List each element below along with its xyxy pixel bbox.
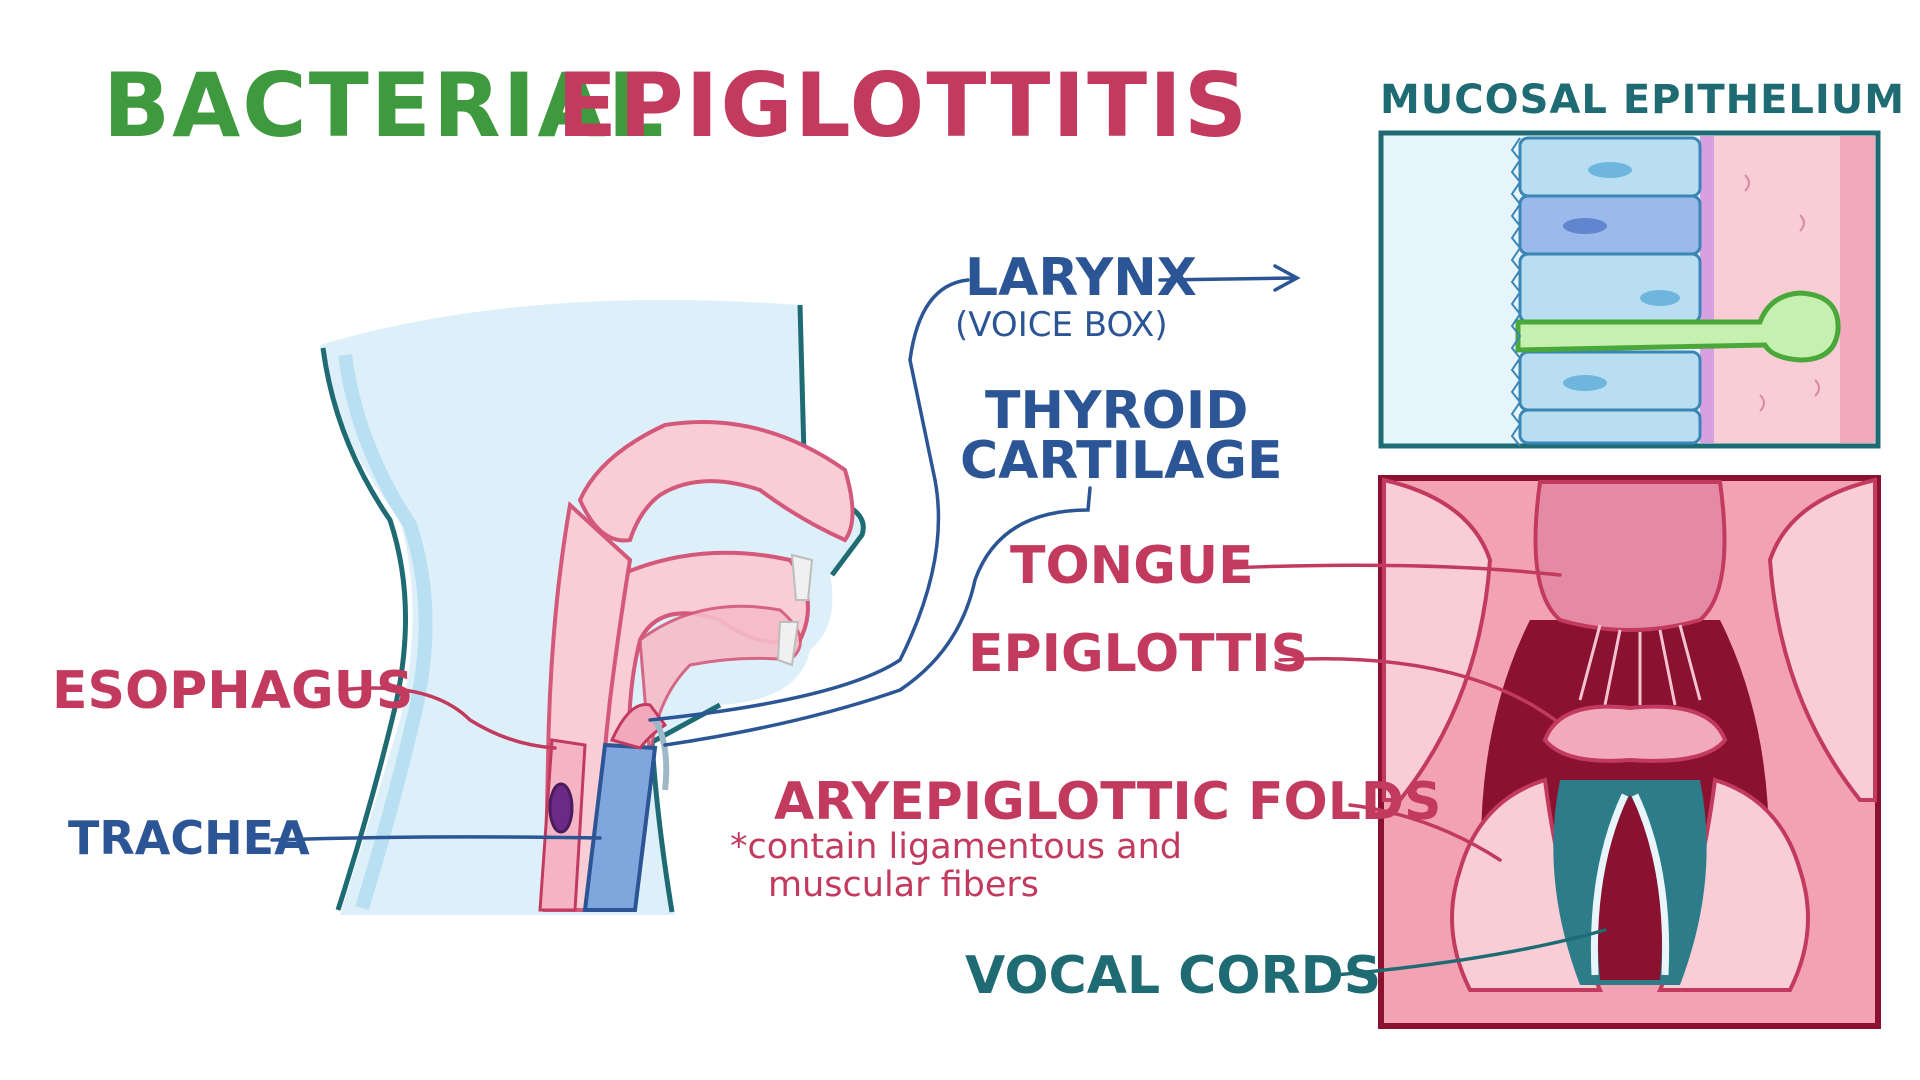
cell <box>1518 350 1702 412</box>
tongue-leader <box>1226 563 1562 577</box>
epithelium-title: MUCOSAL EPITHELIUM <box>1380 77 1906 123</box>
label-tongue: TONGUE <box>1010 536 1254 596</box>
glottis <box>1598 795 1662 980</box>
right-pharyngeal-wall <box>1767 477 1877 802</box>
label-aryepiglottic-folds: ARYEPIGLOTTIC FOLDS <box>774 772 1442 832</box>
epiglottis-flap <box>609 702 668 750</box>
head-cross-section <box>320 300 866 915</box>
label-thyroid-line2: CARTILAGE <box>960 431 1283 491</box>
leader-lines <box>270 264 1607 977</box>
vocal-cord-left <box>1590 793 1629 976</box>
nucleus <box>1588 162 1632 178</box>
label-esophagus: ESOPHAGUS <box>52 661 414 721</box>
back-of-head-line <box>320 347 409 911</box>
label-aryepiglottic-note-1: *contain ligamentous and <box>730 827 1182 867</box>
nucleus <box>1563 218 1607 234</box>
esophagus-leader <box>338 686 557 750</box>
trachea-leader <box>270 835 602 842</box>
epithelium-edge <box>1840 136 1875 443</box>
title-bacterial: BACTERIAL <box>103 54 666 157</box>
tongue-base <box>1533 480 1727 632</box>
basement-membrane <box>1700 136 1714 443</box>
glossoepiglottic-fold <box>1578 624 1702 706</box>
upper-teeth <box>790 553 814 601</box>
epithelial-cells <box>1518 136 1702 445</box>
vocal-cords-leader <box>1333 928 1607 977</box>
epithelium-inset <box>1378 130 1881 449</box>
nucleus <box>1563 375 1607 391</box>
submucosal-gland <box>1515 290 1841 363</box>
cilia-border <box>1510 137 1522 447</box>
laryngoscope-inset <box>1378 475 1881 1029</box>
thyroid-bracket <box>663 486 1092 747</box>
larynx-arrow <box>1158 276 1297 282</box>
aryepiglottic-leader <box>1348 803 1502 862</box>
title-epiglottitis: EPIGLOTTITIS <box>557 54 1250 157</box>
epiglottis-shape <box>1542 704 1728 763</box>
larynx-cartilage <box>652 718 670 791</box>
cell <box>1518 252 1702 324</box>
label-larynx-sub: (VOICE BOX) <box>955 305 1168 345</box>
label-trachea: TRACHEA <box>68 811 310 865</box>
vocal-cord-right <box>1631 793 1670 976</box>
left-pharyngeal-wall <box>1382 477 1493 802</box>
larynx-bracket <box>648 278 970 722</box>
larynx-arrowhead <box>1273 264 1301 292</box>
label-larynx: LARYNX <box>965 248 1197 308</box>
label-aryepiglottic-note-2: muscular fibers <box>768 865 1040 905</box>
cell-nuclei <box>1563 162 1680 391</box>
epiglottis-leader <box>1278 657 1557 722</box>
cell <box>1518 194 1702 256</box>
collagen-fibers <box>1744 174 1820 412</box>
back-of-head-inner <box>338 354 433 911</box>
label-epiglottis: EPIGLOTTIS <box>968 624 1309 684</box>
cell <box>1518 408 1702 445</box>
food-bolus <box>548 782 574 834</box>
nasal-cavity <box>577 420 855 543</box>
lower-teeth <box>776 621 800 667</box>
label-thyroid-line1: THYROID <box>985 381 1249 441</box>
label-vocal-cords: VOCAL CORDS <box>965 946 1382 1006</box>
nucleus <box>1640 290 1680 306</box>
